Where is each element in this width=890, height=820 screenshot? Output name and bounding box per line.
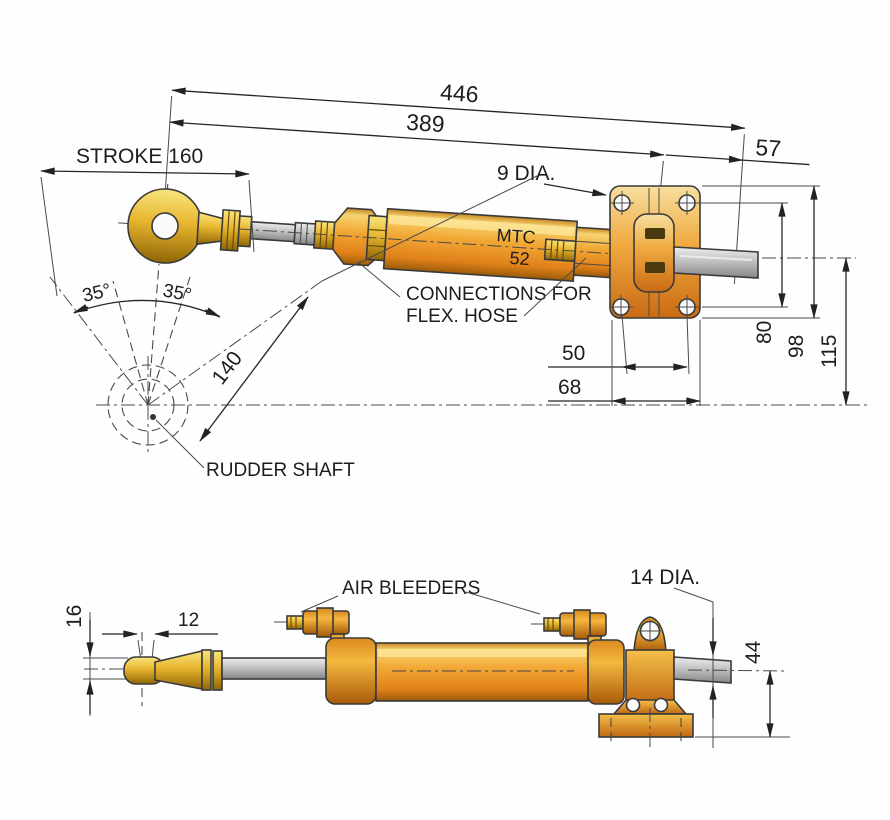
connections-label-line1: CONNECTIONS FOR [406,284,592,305]
rod-end-eye-hole [151,212,179,240]
dim-text-12: 12 [178,610,199,631]
shaft-dia-label: 14 DIA. [630,566,700,589]
swing-arm-right-ext [321,175,538,282]
shaft-dia-dim: 14 DIA. [630,566,717,748]
tube-highlight [388,214,575,237]
rod-end-ring1 [201,649,212,691]
flange-vertical-dims: 80 98 115 [700,185,856,406]
rod-end-collar [236,215,253,248]
swing-line-left [112,280,149,406]
pedestal-base [598,713,694,738]
ext-line-left [164,96,173,198]
angle-text-left: 35° [80,280,113,307]
cylinder-side [325,637,625,705]
rod-end-ring2 [212,650,223,691]
end-cap-left [325,637,377,705]
air-bleeders-label: AIR BLEEDERS [342,578,480,599]
mounting-flange-plan [609,185,759,319]
hose-connection-right [543,238,577,263]
end-cap-right [587,639,625,705]
rod-end-side [123,649,327,691]
dim-line-57 [665,154,744,163]
pedestal-hole-right [653,697,669,713]
stroke-ext-left [40,176,58,297]
swing-arm-left [49,276,149,406]
swing-line-right [147,276,191,406]
side-view: 16 12 AIR BLEEDERS [63,566,790,748]
flange-horizontal-dims: 50 68 [548,314,701,406]
dim-text-389: 389 [405,109,445,137]
dim-text-68: 68 [558,376,581,399]
dim-text-50: 50 [562,342,585,365]
hole-dia-label: 9 DIA. [497,162,555,185]
pedestal-body [625,649,675,705]
hole-dia-leader [543,183,607,197]
bracket-slot-upper [645,228,665,239]
dim-line-57-tail [742,159,810,166]
air-bleeder-leader-left [300,595,339,613]
rudder-shaft-leader [155,419,205,469]
cylinder-assembly-plan: 446 389 57 [118,79,810,284]
dim-text-115: 115 [818,335,841,368]
eye-waist-dim: 12 [84,610,218,706]
dim-text-stroke: STROKE 160 [76,145,203,168]
connections-label-line2: FLEX. HOSE [406,306,518,327]
rudder-shaft-label: RUDDER SHAFT [206,460,355,481]
output-shaft-side [673,656,732,684]
rudder-shaft-circle-outer [107,364,189,446]
dim-text-57: 57 [755,134,782,162]
dim-line-389 [168,119,665,158]
cylinder-axis-centerline [237,228,640,256]
pedestal-hole-left [625,697,641,713]
bracket-slot-lower [645,262,665,273]
air-bleeder-leader-right [465,591,541,615]
dim-text-80: 80 [753,321,776,344]
piston-rod-side [221,657,327,680]
stroke-ext-right [248,179,255,253]
dim-text-140: 140 [208,347,247,389]
rod-end-cone [154,649,203,690]
dim-text-16: 16 [63,605,86,628]
swing-axis-center [147,263,160,406]
dim-line-stroke [40,167,250,178]
rod-dia-dim: 16 [63,605,128,716]
connections-leader-right [523,257,587,317]
dim-text-44: 44 [742,640,765,664]
base-height-dim: 44 [695,640,790,738]
top-view: 446 389 57 [40,79,868,481]
tiller-bracket [633,213,675,293]
marking-52: 52 [509,248,530,269]
rudder-shaft-circle-inner [121,378,175,432]
rudder-shaft-leader-dot [150,414,156,420]
dim-line-140 [199,296,309,442]
output-shaft-plan [673,246,759,279]
dim-text-98: 98 [785,335,808,358]
dim-text-446: 446 [439,79,479,107]
connections-leader-left [357,261,401,298]
pedestal-mount [598,616,787,748]
marking-mtc: MTC [496,225,536,248]
